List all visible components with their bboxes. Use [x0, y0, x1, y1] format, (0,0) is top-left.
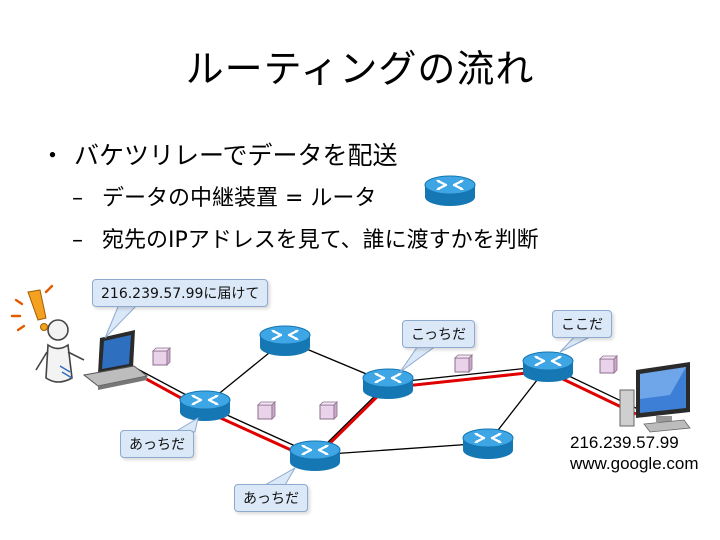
callout-router-b: あっちだ: [234, 484, 308, 512]
bullet-sub-1: –データの中継装置 = ルータ: [72, 180, 376, 212]
bullet-sub-2-text: 宛先のIPアドレスを見て、誰に渡すかを判断: [102, 228, 539, 253]
callout-router-c: こっちだ: [402, 320, 476, 348]
link-r3-r6: [314, 442, 489, 456]
router-icon: [288, 439, 342, 473]
bullet-mark: ・: [40, 141, 66, 170]
bullet-main: ・バケツリレーでデータを配送: [40, 136, 398, 172]
router-inline-icon: [423, 174, 477, 208]
person-icon: [35, 319, 85, 383]
destination-ip: 216.239.57.99: [570, 433, 679, 452]
destination-info: 216.239.57.99 www.google.com: [570, 432, 699, 474]
router-icon: [258, 324, 312, 358]
sub-mark-1: –: [72, 186, 83, 211]
destination-host: www.google.com: [570, 454, 699, 473]
callout-tail-router-b: [263, 466, 297, 486]
laptop-icon: [82, 330, 149, 390]
router-icon: [361, 367, 415, 401]
packet-icon: [454, 354, 473, 373]
callout-router-d: ここだ: [552, 310, 612, 338]
packet-icon: [257, 401, 276, 420]
packet-icon: [319, 401, 338, 420]
slide-title: ルーティングの流れ: [185, 47, 535, 91]
packet-icon: [152, 347, 171, 366]
bullet-main-text: バケツリレーでデータを配送: [74, 141, 398, 170]
link-r4-r5: [387, 365, 549, 384]
bullet-sub-2: –宛先のIPアドレスを見て、誰に渡すかを判断: [72, 222, 539, 254]
bullet-sub-1-text: データの中継装置 = ルータ: [102, 186, 377, 211]
callout-router-a: あっちだ: [120, 430, 194, 458]
router-icon: [521, 350, 575, 384]
server-monitor-icon: [619, 362, 691, 433]
packet-icon: [599, 355, 618, 374]
router-icon: [461, 427, 515, 461]
sub-mark-2: –: [72, 228, 83, 253]
exclamation-icon: [10, 284, 54, 332]
callout-sender: 216.239.57.99に届けて: [92, 279, 269, 307]
router-icon: [178, 389, 232, 423]
